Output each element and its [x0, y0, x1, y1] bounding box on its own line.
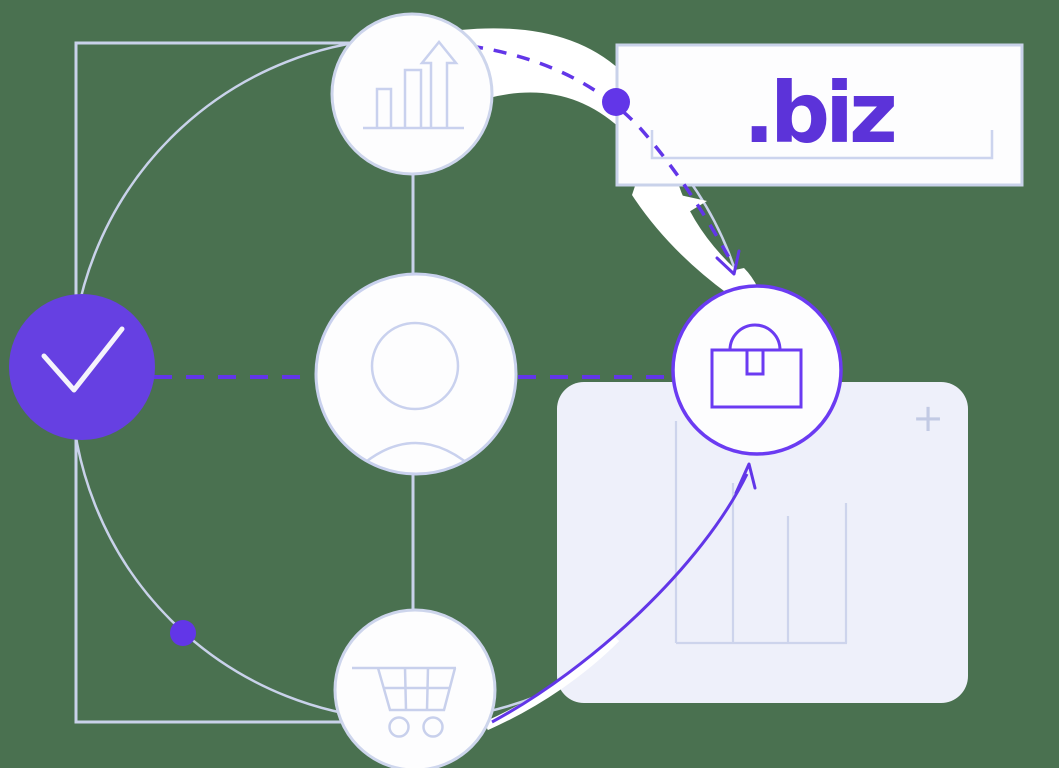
- check-circle: [9, 294, 155, 440]
- biz-domain-box: .biz: [615, 43, 1024, 187]
- briefcase-circle: [671, 284, 843, 456]
- briefcase-icon: [710, 323, 803, 409]
- growth-circle: [330, 12, 494, 176]
- stats-panel: +: [557, 382, 968, 703]
- arrowhead-up: [734, 462, 757, 495]
- arrowhead-down: [715, 249, 741, 276]
- growth-bar-chart-icon: [363, 40, 464, 130]
- white-swoosh-arrow: [460, 28, 758, 296]
- user-circle: [314, 272, 518, 476]
- cart-circle: [333, 608, 497, 768]
- shopping-cart-icon: [352, 666, 457, 738]
- dashed-connector-diagonal: [469, 44, 741, 276]
- plus-icon: +: [912, 396, 944, 440]
- orbit-dot: [170, 620, 196, 646]
- input-underline-bracket: [650, 130, 994, 160]
- biz-domain-label: .biz: [743, 64, 894, 162]
- checkmark-icon: [41, 326, 125, 393]
- connector-dot: [602, 88, 630, 116]
- panel-bar-chart-icon: [674, 421, 848, 645]
- curved-growth-arrow: [484, 462, 757, 731]
